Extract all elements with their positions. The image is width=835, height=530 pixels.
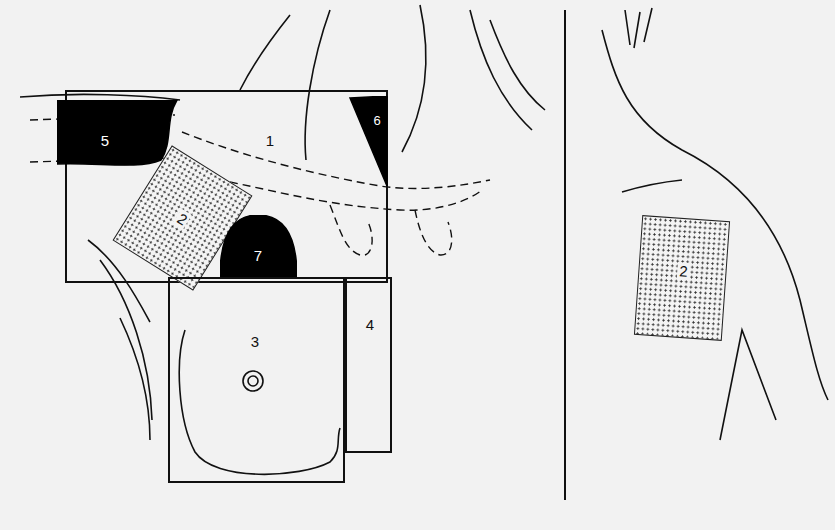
electrode-pad: 2 xyxy=(634,215,730,341)
black-area: 7 xyxy=(220,215,297,277)
filled-shape xyxy=(57,100,177,165)
region-box: 4 xyxy=(345,277,392,453)
region-box: 1 5 6 2 7 xyxy=(65,90,388,283)
black-area: 6 xyxy=(346,96,388,188)
callout-number: 1 xyxy=(264,132,276,149)
back-outline xyxy=(565,8,828,500)
callout-number: 7 xyxy=(252,247,264,264)
callout-number: 2 xyxy=(677,262,690,280)
black-area: 5 xyxy=(57,100,180,167)
shape-outline xyxy=(346,96,388,188)
body-outline xyxy=(20,5,545,474)
callout-number: 6 xyxy=(371,113,382,128)
filled-shape xyxy=(350,96,387,186)
region-box: 3 xyxy=(168,277,345,483)
shape-outline xyxy=(220,215,297,277)
callout-number: 5 xyxy=(99,132,111,149)
shape-outline xyxy=(57,100,180,167)
callout-number: 2 xyxy=(173,209,192,230)
filled-shape xyxy=(220,215,297,277)
callout-number: 3 xyxy=(249,333,261,350)
callout-number: 4 xyxy=(364,316,376,333)
